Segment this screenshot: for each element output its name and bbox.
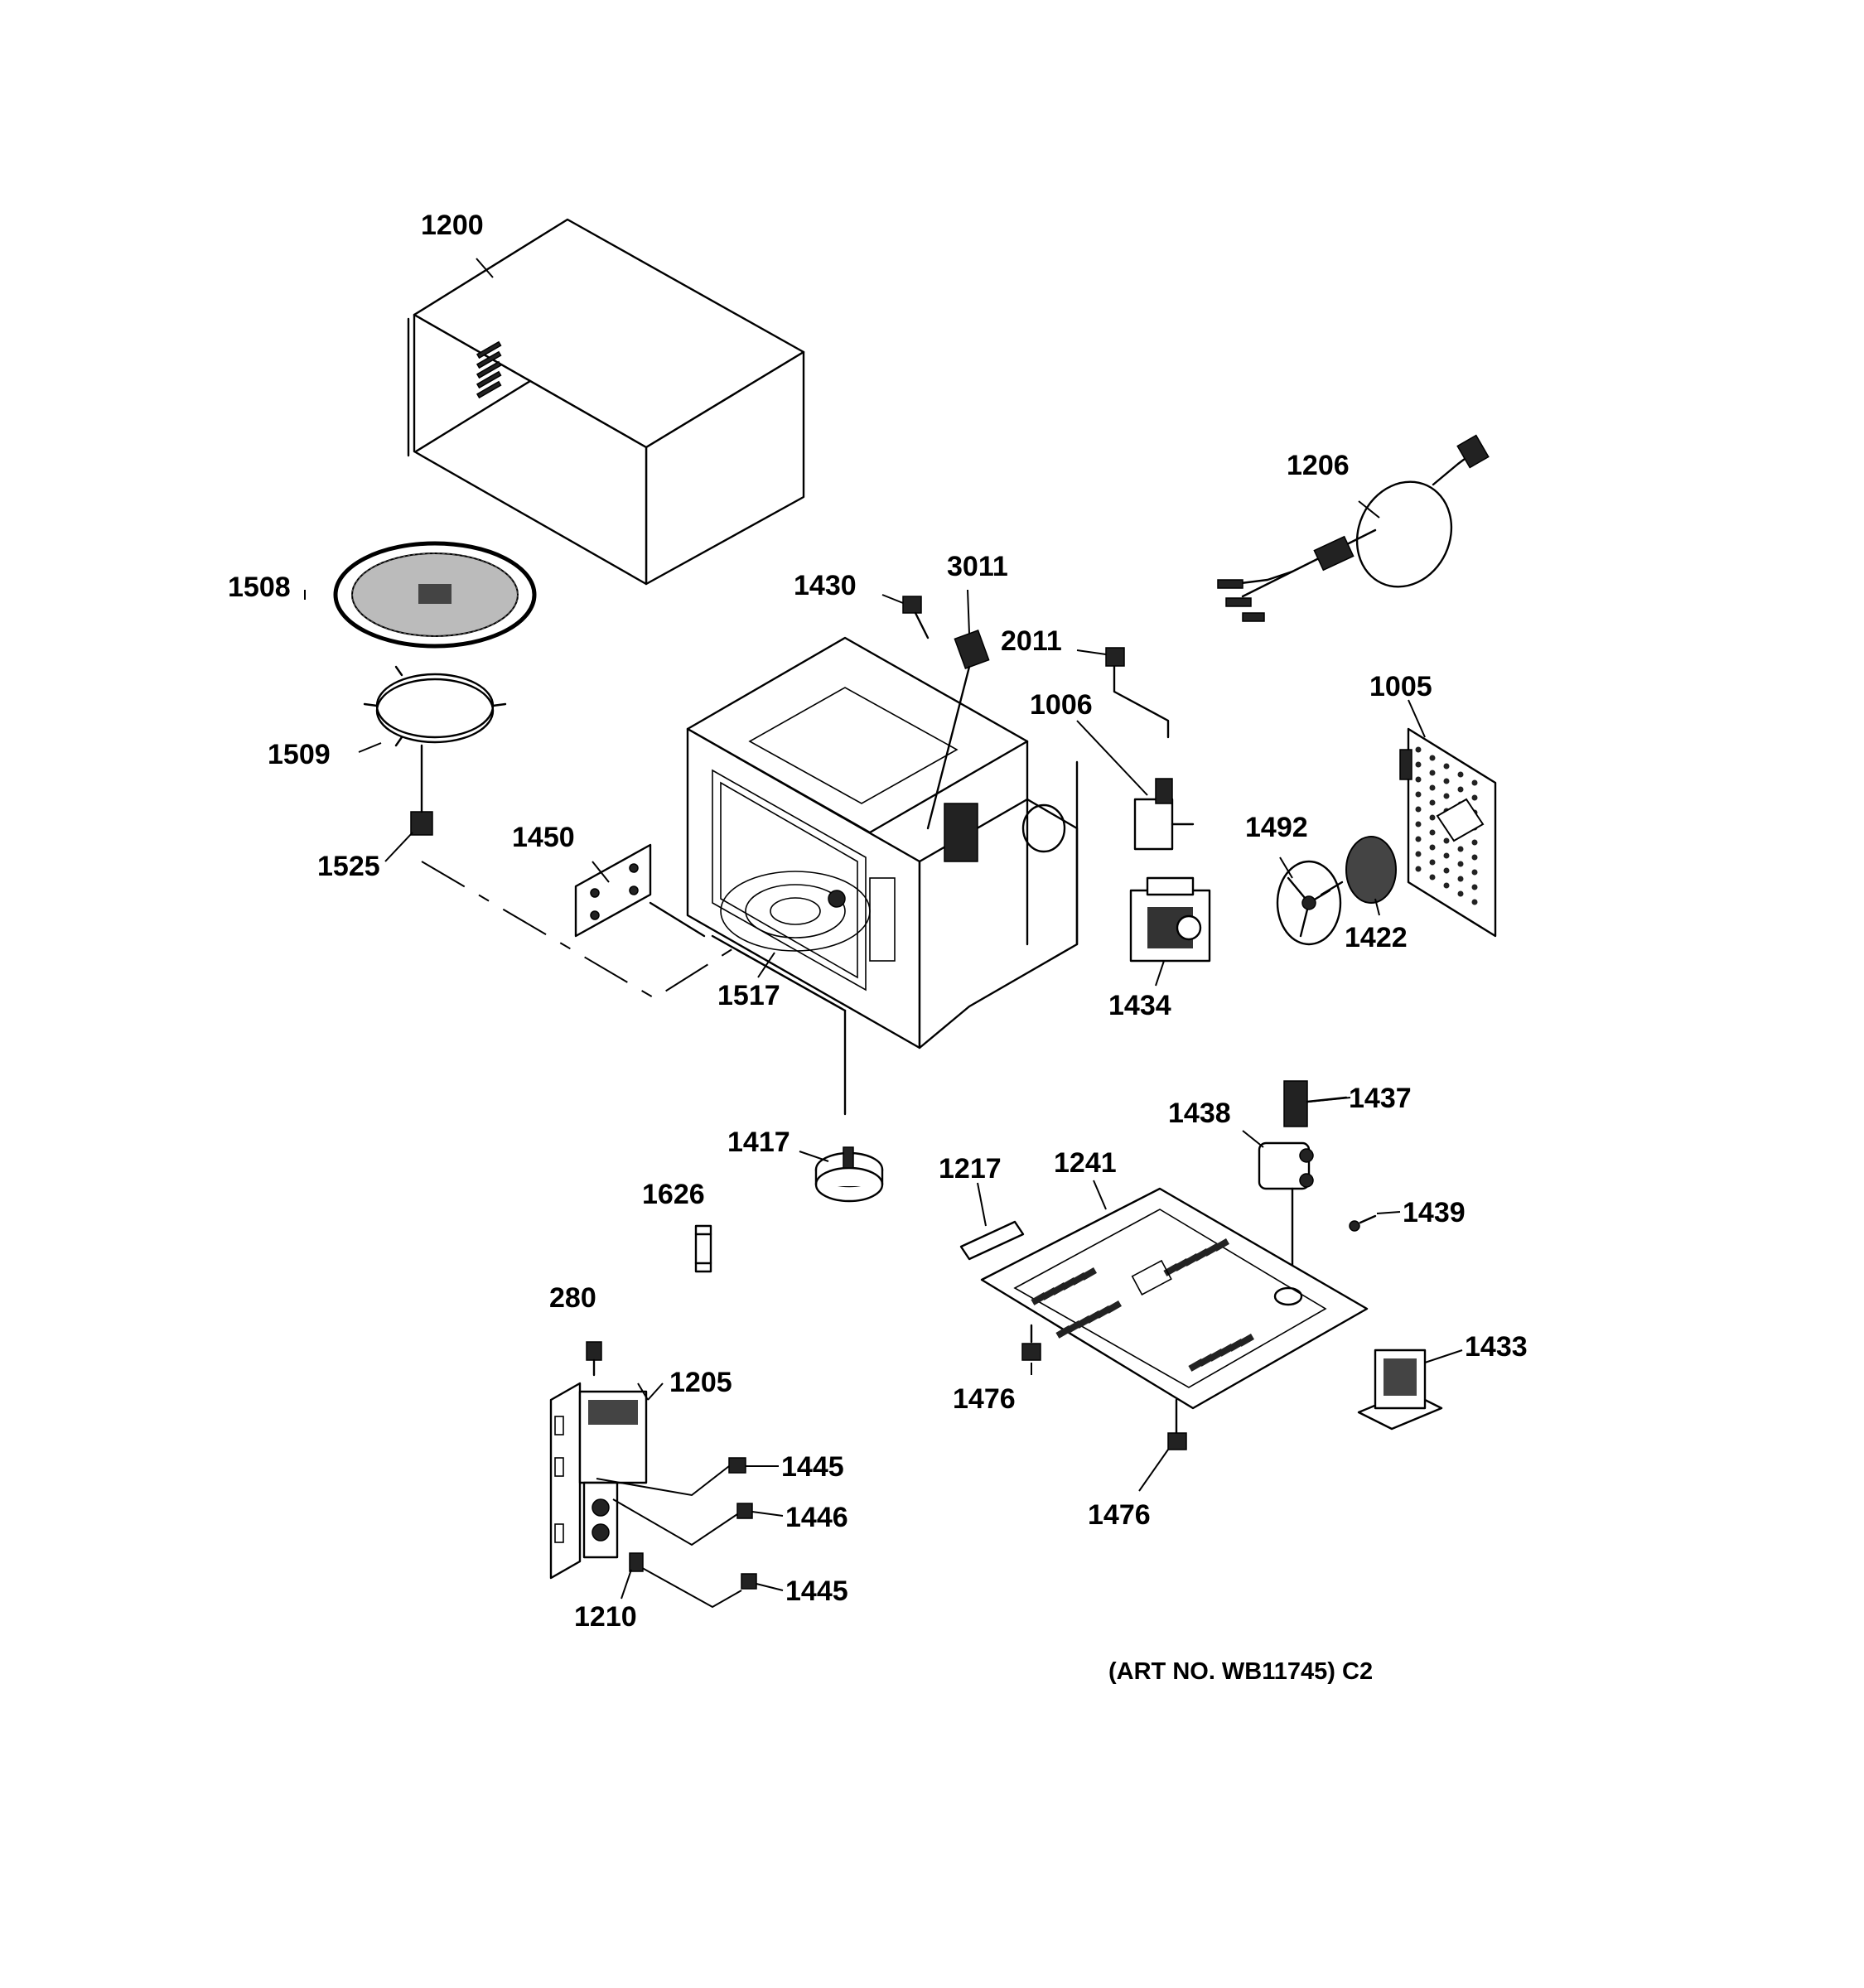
part-label-1450: 1450: [512, 822, 575, 853]
screw-280-part: [586, 1341, 602, 1377]
leader-lines: [304, 258, 1463, 1600]
part-label-1205: 1205: [669, 1367, 732, 1398]
latch-assembly-part: [549, 1382, 648, 1580]
fan-motor-part: [1320, 836, 1397, 904]
part-label-1434: 1434: [1108, 990, 1171, 1021]
switch-2011-part: [1105, 647, 1170, 739]
oven-cavity-part: [686, 636, 1079, 1116]
mounting-plate-part: [574, 843, 706, 938]
roller-ring-part: [363, 665, 507, 747]
part-label-1525: 1525: [317, 851, 380, 882]
switch-1445-upper-part: [596, 1457, 746, 1497]
part-label-1509: 1509: [268, 739, 331, 770]
part-label-1445-lower: 1445: [785, 1575, 848, 1607]
foot-1476-upper-part: [1021, 1343, 1041, 1361]
part-label-280: 280: [549, 1282, 596, 1314]
switch-1430-part: [902, 596, 930, 639]
fuse-bracket-part: [1133, 778, 1195, 851]
part-label-1200: 1200: [421, 210, 484, 241]
part-label-1438: 1438: [1168, 1098, 1231, 1129]
part-label-3011: 3011: [947, 551, 1008, 582]
part-label-1626: 1626: [642, 1179, 705, 1210]
transformer-part: [1357, 1349, 1443, 1431]
screw-1439-part: [1349, 1214, 1377, 1232]
part-label-1439: 1439: [1403, 1197, 1466, 1228]
part-label-1433: 1433: [1465, 1331, 1528, 1363]
diode-bracket-part: [1283, 1080, 1348, 1127]
art-number-note: (ART NO. WB11745) C2: [1108, 1658, 1373, 1685]
vent-panel-part: [1399, 727, 1497, 938]
part-label-1217: 1217: [939, 1153, 1002, 1185]
fuse-part: [694, 1224, 712, 1273]
outer-cabinet-part: [407, 218, 805, 586]
part-label-1430: 1430: [794, 570, 857, 601]
switch-3011-part: [926, 630, 990, 830]
part-label-1005: 1005: [1369, 671, 1432, 702]
part-label-1241: 1241: [1054, 1147, 1117, 1179]
part-label-1492: 1492: [1245, 812, 1308, 843]
part-label-1417: 1417: [727, 1127, 790, 1158]
part-label-1445-upper: 1445: [781, 1451, 844, 1483]
part-label-1476-lower: 1476: [1088, 1499, 1151, 1531]
part-label-1210: 1210: [574, 1601, 637, 1633]
fan-blade-part: [1276, 860, 1342, 946]
magnetron-part: [1129, 876, 1211, 963]
part-label-1422: 1422: [1345, 922, 1408, 953]
bracket-1217-part: [959, 1220, 1025, 1261]
part-number-labels: 1200 1206 1508 1430 3011 2011 1509 1006 …: [228, 210, 1528, 1685]
part-label-1206: 1206: [1287, 450, 1350, 481]
glass-tray-part: [333, 541, 537, 649]
part-label-1517: 1517: [717, 980, 780, 1011]
lever-1210-part: [629, 1552, 644, 1572]
part-label-1476-upper: 1476: [953, 1383, 1016, 1415]
part-label-1437: 1437: [1349, 1083, 1412, 1114]
switch-1445-lower-part: [637, 1565, 757, 1609]
base-plate-part: [980, 1187, 1369, 1435]
part-label-1006: 1006: [1030, 689, 1093, 721]
part-label-1508: 1508: [228, 572, 291, 603]
part-label-2011: 2011: [1001, 625, 1062, 657]
switch-1446-part: [612, 1498, 753, 1546]
turntable-motor-part: [814, 1146, 884, 1203]
part-label-1446: 1446: [785, 1502, 848, 1533]
foot-1476-lower-part: [1167, 1432, 1187, 1450]
power-cord-part: [1217, 434, 1490, 622]
